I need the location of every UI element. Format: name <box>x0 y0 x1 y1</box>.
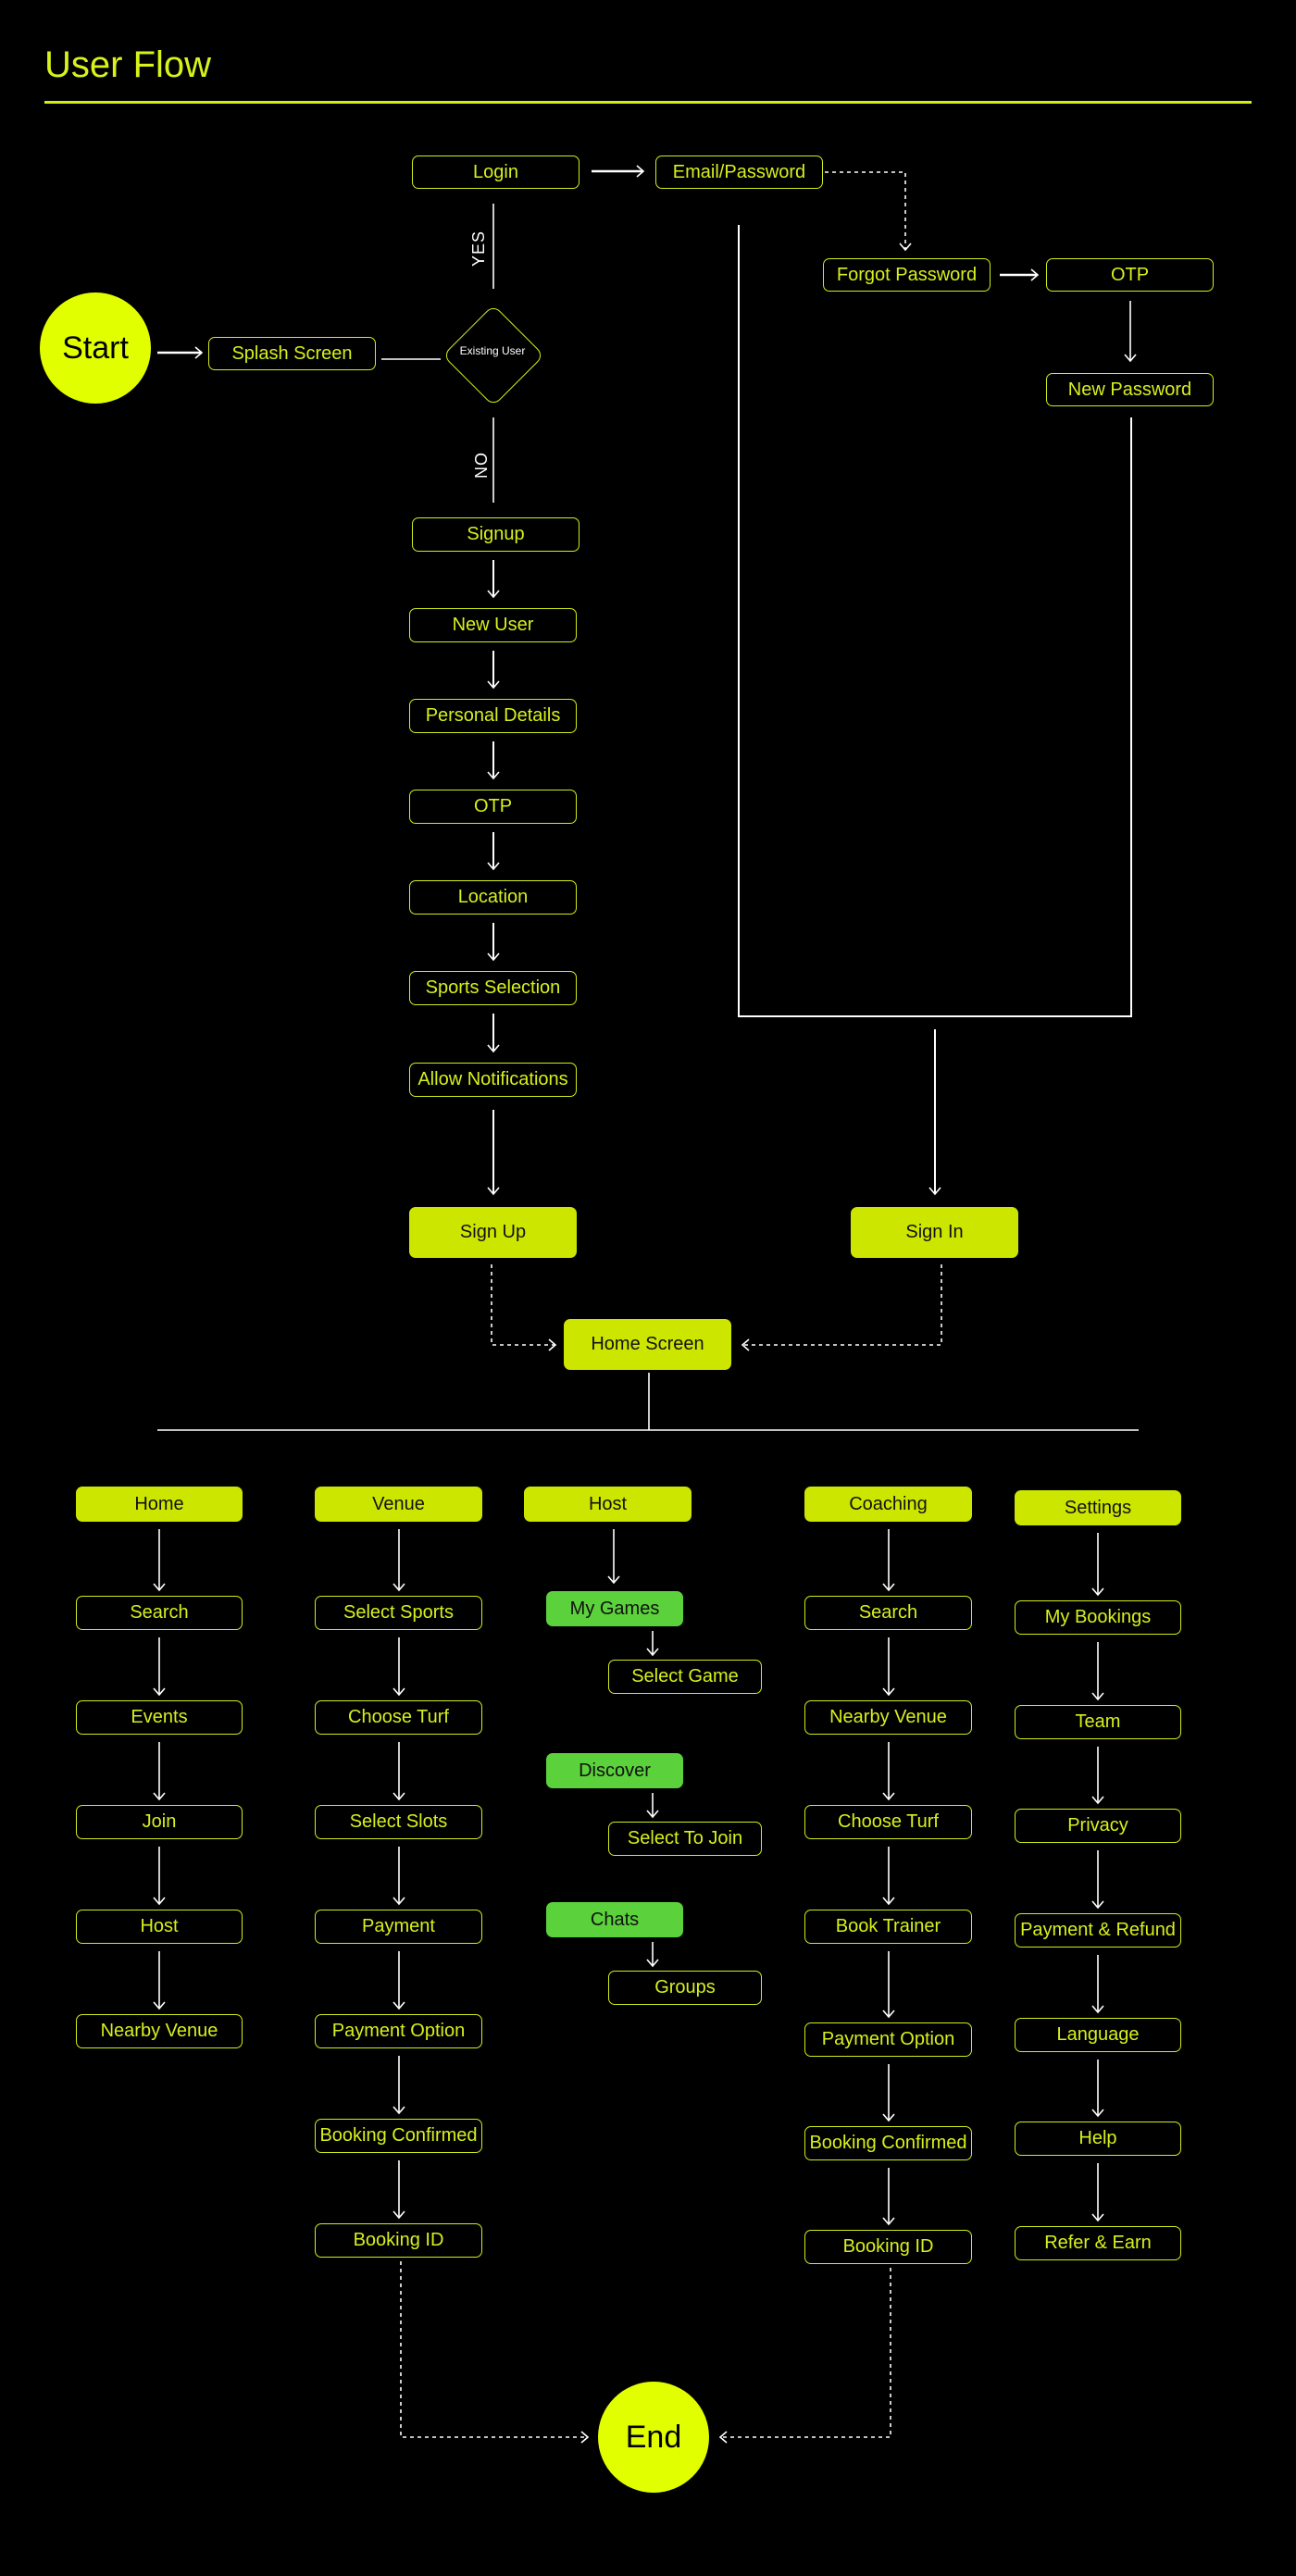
settings-step: Payment & Refund <box>1015 1913 1181 1948</box>
coaching-step: Book Trainer <box>804 1910 972 1944</box>
arrow-connector <box>825 171 912 252</box>
coaching-step: Booking Confirmed <box>804 2126 972 2160</box>
signup-step: Allow Notifications <box>409 1063 577 1097</box>
page-title: User Flow <box>44 44 212 85</box>
venue-header: Venue <box>315 1487 482 1522</box>
signup-step: Location <box>409 880 577 915</box>
settings-header: Settings <box>1015 1490 1181 1525</box>
email-password-node: Email/Password <box>655 156 823 189</box>
otp-node: OTP <box>1046 258 1214 292</box>
coaching-step: Booking ID <box>804 2230 972 2264</box>
settings-step: Help <box>1015 2122 1181 2156</box>
signup-step: Personal Details <box>409 699 577 733</box>
coaching-step: Nearby Venue <box>804 1700 972 1735</box>
venue-step: Booking Confirmed <box>315 2119 482 2153</box>
signup-node: Signup <box>412 517 579 552</box>
arrow-connector <box>400 2261 590 2444</box>
home-step: Search <box>76 1596 243 1630</box>
settings-step: Team <box>1015 1705 1181 1739</box>
forgot-password-node: Forgot Password <box>823 258 991 292</box>
venue-step: Booking ID <box>315 2223 482 2258</box>
splash-screen-node: Splash Screen <box>208 337 376 370</box>
coaching-step: Payment Option <box>804 2022 972 2057</box>
start-node: Start <box>40 292 151 404</box>
no-label: NO <box>472 452 491 479</box>
coaching-header: Coaching <box>804 1487 972 1522</box>
signup-step: Sports Selection <box>409 971 577 1005</box>
home-screen-node: Home Screen <box>564 1319 731 1370</box>
my-games-node: My Games <box>546 1591 683 1626</box>
signup-step: OTP <box>409 790 577 824</box>
coaching-step: Search <box>804 1596 972 1630</box>
home-step: Events <box>76 1700 243 1735</box>
home-step: Nearby Venue <box>76 2014 243 2048</box>
sign-in-node: Sign In <box>851 1207 1018 1258</box>
home-step: Host <box>76 1910 243 1944</box>
settings-step: Language <box>1015 2018 1181 2052</box>
new-password-node: New Password <box>1046 373 1214 406</box>
arrow-connector <box>491 1264 557 1351</box>
venue-step: Payment <box>315 1910 482 1944</box>
coaching-step: Choose Turf <box>804 1805 972 1839</box>
end-node: End <box>598 2382 709 2493</box>
discover-node: Discover <box>546 1753 683 1788</box>
venue-step: Select Sports <box>315 1596 482 1630</box>
settings-step: Privacy <box>1015 1809 1181 1843</box>
chats-node: Chats <box>546 1902 683 1937</box>
yes-label: YES <box>469 230 489 268</box>
home-header: Home <box>76 1487 243 1522</box>
select-to-join-node: Select To Join <box>608 1822 762 1856</box>
login-node: Login <box>412 156 579 189</box>
venue-step: Select Slots <box>315 1805 482 1839</box>
signup-step: New User <box>409 608 577 642</box>
venue-step: Choose Turf <box>315 1700 482 1735</box>
title-divider <box>44 101 1252 104</box>
host-header: Host <box>524 1487 692 1522</box>
settings-step: My Bookings <box>1015 1600 1181 1635</box>
select-game-node: Select Game <box>608 1660 762 1694</box>
sign-up-node: Sign Up <box>409 1207 577 1258</box>
venue-step: Payment Option <box>315 2014 482 2048</box>
arrow-connector <box>718 2268 891 2444</box>
arrow-connector <box>741 1264 942 1351</box>
home-step: Join <box>76 1805 243 1839</box>
line-connector <box>738 225 1132 1017</box>
groups-node: Groups <box>608 1971 762 2005</box>
settings-step: Refer & Earn <box>1015 2226 1181 2260</box>
decision-label: Existing User <box>459 344 526 357</box>
